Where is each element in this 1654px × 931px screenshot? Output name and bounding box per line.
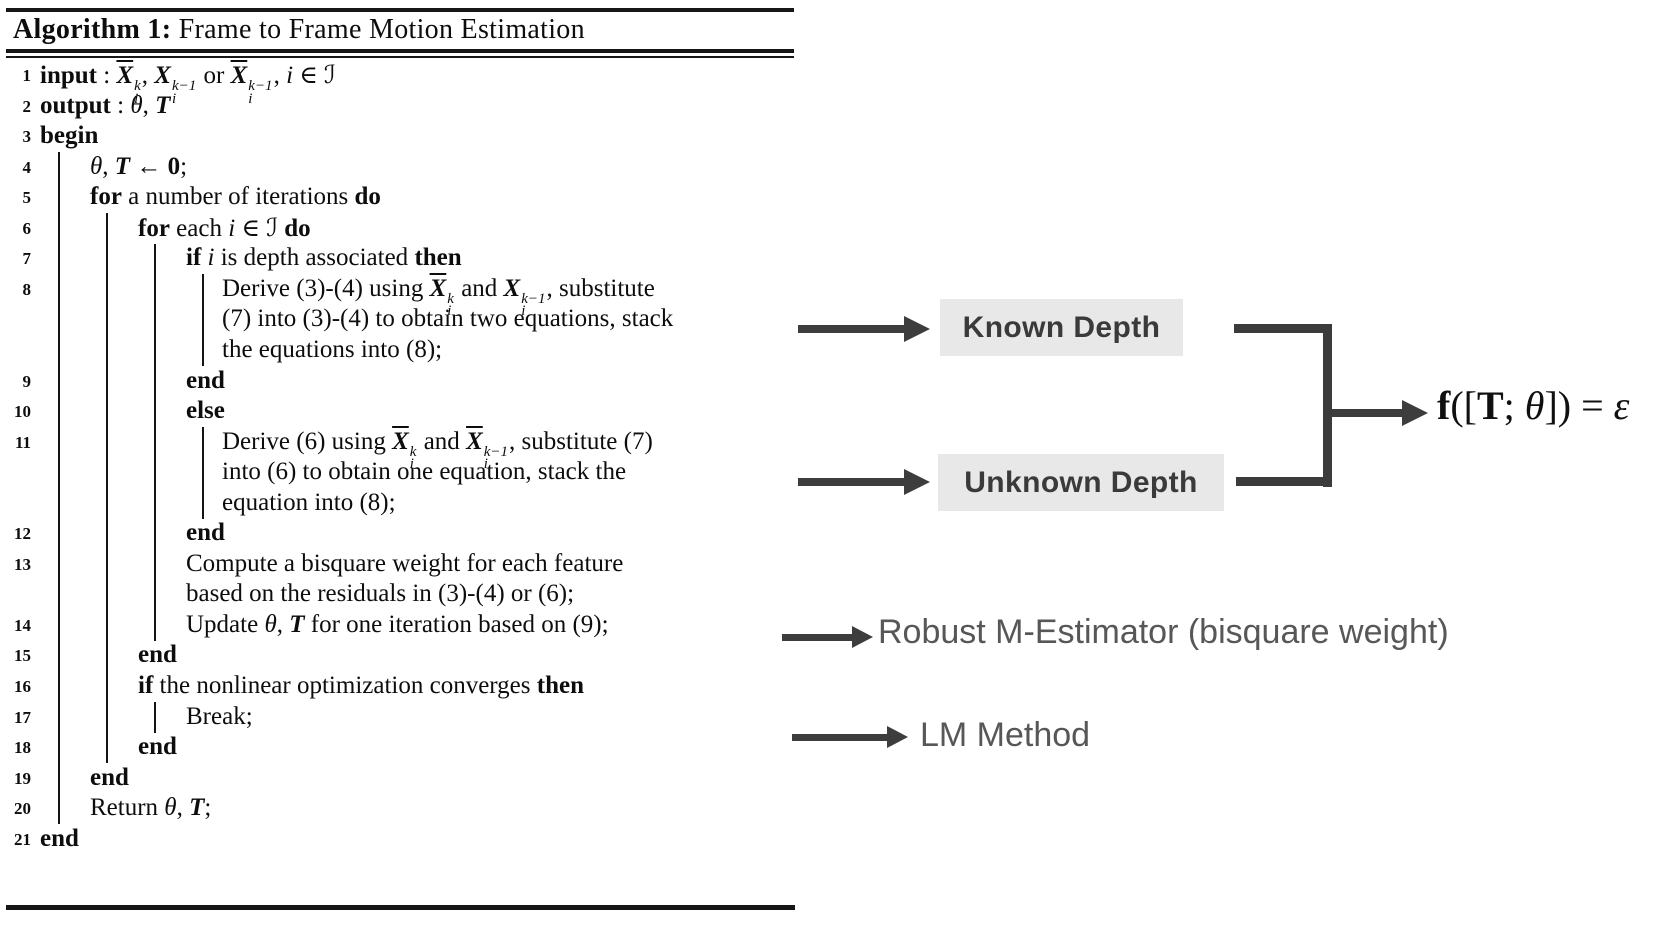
block-rule-if-converges: [154, 702, 156, 733]
line-number: 18: [14, 738, 31, 758]
line-number: 7: [22, 249, 32, 269]
line-number: 1: [22, 66, 32, 85]
algorithm-title: Algorithm 1: Frame to Frame Motion Estim…: [13, 14, 585, 46]
line-number: 14: [14, 615, 31, 635]
algorithm-top-rule: [6, 8, 794, 12]
algorithm-bottom-rule: [6, 905, 795, 910]
algo-line: the equations into (8);: [222, 335, 443, 363]
line-number: 5: [22, 188, 32, 208]
line-number: 10: [14, 402, 31, 422]
line-number: 4: [22, 157, 32, 177]
line-number: 16: [14, 677, 31, 696]
line-number: 9: [22, 371, 32, 391]
block-rule-for-iterations: [106, 213, 108, 763]
line-number: 2: [22, 96, 32, 116]
line-number: 20: [14, 799, 31, 819]
line-number: 3: [22, 127, 32, 147]
algo-line: into (6) to obtain one equation, stack t…: [222, 458, 627, 486]
output-equation: f([T; θ]) = ε: [1437, 383, 1630, 428]
block-rule-else: [202, 427, 204, 519]
line-number: 13: [14, 554, 31, 574]
bracket-bottom-line: [1236, 477, 1332, 486]
block-rule-for-each: [154, 244, 156, 641]
lm-label: LM Method: [920, 716, 1091, 754]
block-rule-begin: [58, 152, 60, 824]
line-number: 12: [14, 524, 31, 544]
line-number: 19: [14, 768, 31, 788]
line-number: 21: [14, 829, 31, 849]
bracket-top-line: [1234, 324, 1332, 333]
bracket-vertical-line: [1323, 324, 1332, 487]
algo-line: equation into (8);: [222, 488, 396, 516]
line-number: 11: [14, 432, 31, 452]
line-number: 15: [14, 646, 31, 666]
algorithm-header-rule-thin: [6, 56, 794, 58]
algo-line: (7) into (3)-(4) to obtain two equations…: [222, 305, 674, 333]
algorithm-header-rule-thick: [6, 49, 794, 53]
line-number: 6: [22, 218, 32, 238]
line-number: 8: [22, 279, 32, 299]
unknown-depth-label: Unknown Depth: [964, 465, 1198, 499]
unknown-depth-box: Unknown Depth: [938, 454, 1224, 511]
known-depth-label: Known Depth: [962, 310, 1161, 344]
block-rule-if-depth: [202, 274, 204, 366]
robust-label: Robust M-Estimator (bisquare weight): [878, 613, 1449, 651]
known-depth-box: Known Depth: [940, 299, 1183, 356]
algorithm-title-label: Algorithm 1:: [13, 14, 172, 45]
algorithm-figure: Algorithm 1: Frame to Frame Motion Estim…: [0, 0, 800, 931]
algorithm-title-text: Frame to Frame Motion Estimation: [171, 14, 585, 45]
line-number: 17: [14, 707, 31, 727]
algo-line: based on the residuals in (3)-(4) or (6)…: [186, 580, 575, 608]
